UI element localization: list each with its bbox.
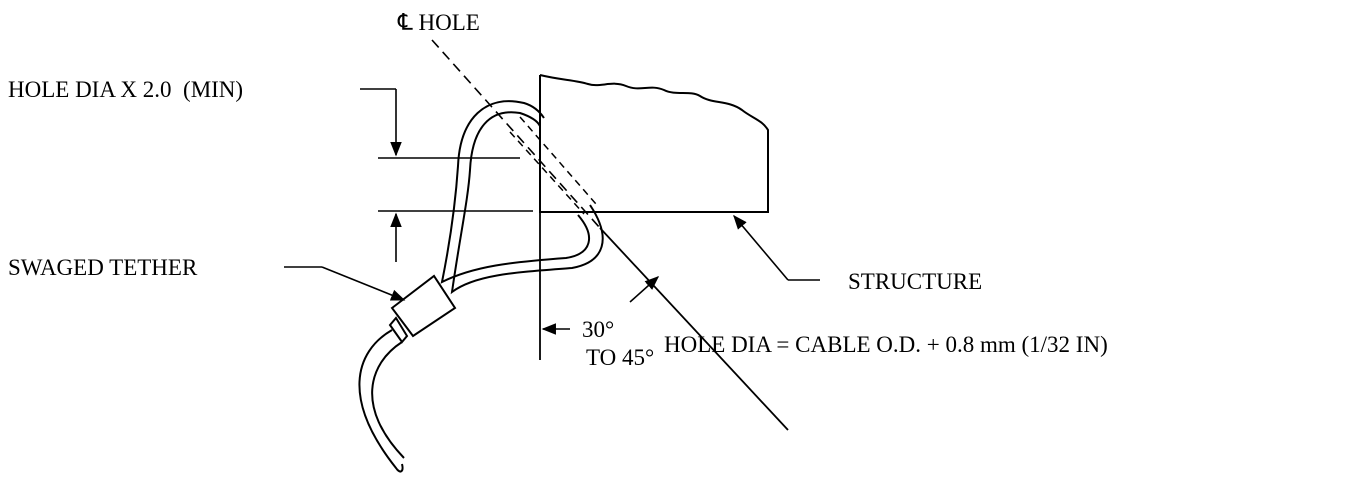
angle-indicator: [541, 276, 660, 335]
angle-label-line2: TO 45°: [586, 345, 654, 370]
cable-tail: [358, 329, 405, 473]
hole-wall-upper: [519, 116, 597, 205]
hole-centerline-dashed: [431, 39, 601, 229]
centerline-hole-label: ℄ HOLE: [397, 10, 480, 35]
structure-label: STRUCTURE: [848, 269, 982, 294]
structure-leader: [733, 214, 820, 281]
hole-wall-lower: [509, 131, 585, 215]
cable-loop: [440, 100, 604, 295]
hole-dia-min-label: HOLE DIA X 2.0 (MIN): [8, 77, 243, 102]
angle-label-line1: 30°: [582, 317, 614, 342]
structure-block: [539, 74, 769, 213]
hole-dia-formula-label: HOLE DIA = CABLE O.D. + 0.8 mm (1/32 IN): [664, 332, 1108, 357]
hole-dia-dimension: [360, 88, 533, 262]
swaged-tether-leader: [284, 266, 406, 301]
hole-centerline-solid: [599, 227, 789, 431]
swaged-tether-label: SWAGED TETHER: [8, 255, 198, 280]
swaged-sleeve: [388, 274, 457, 344]
